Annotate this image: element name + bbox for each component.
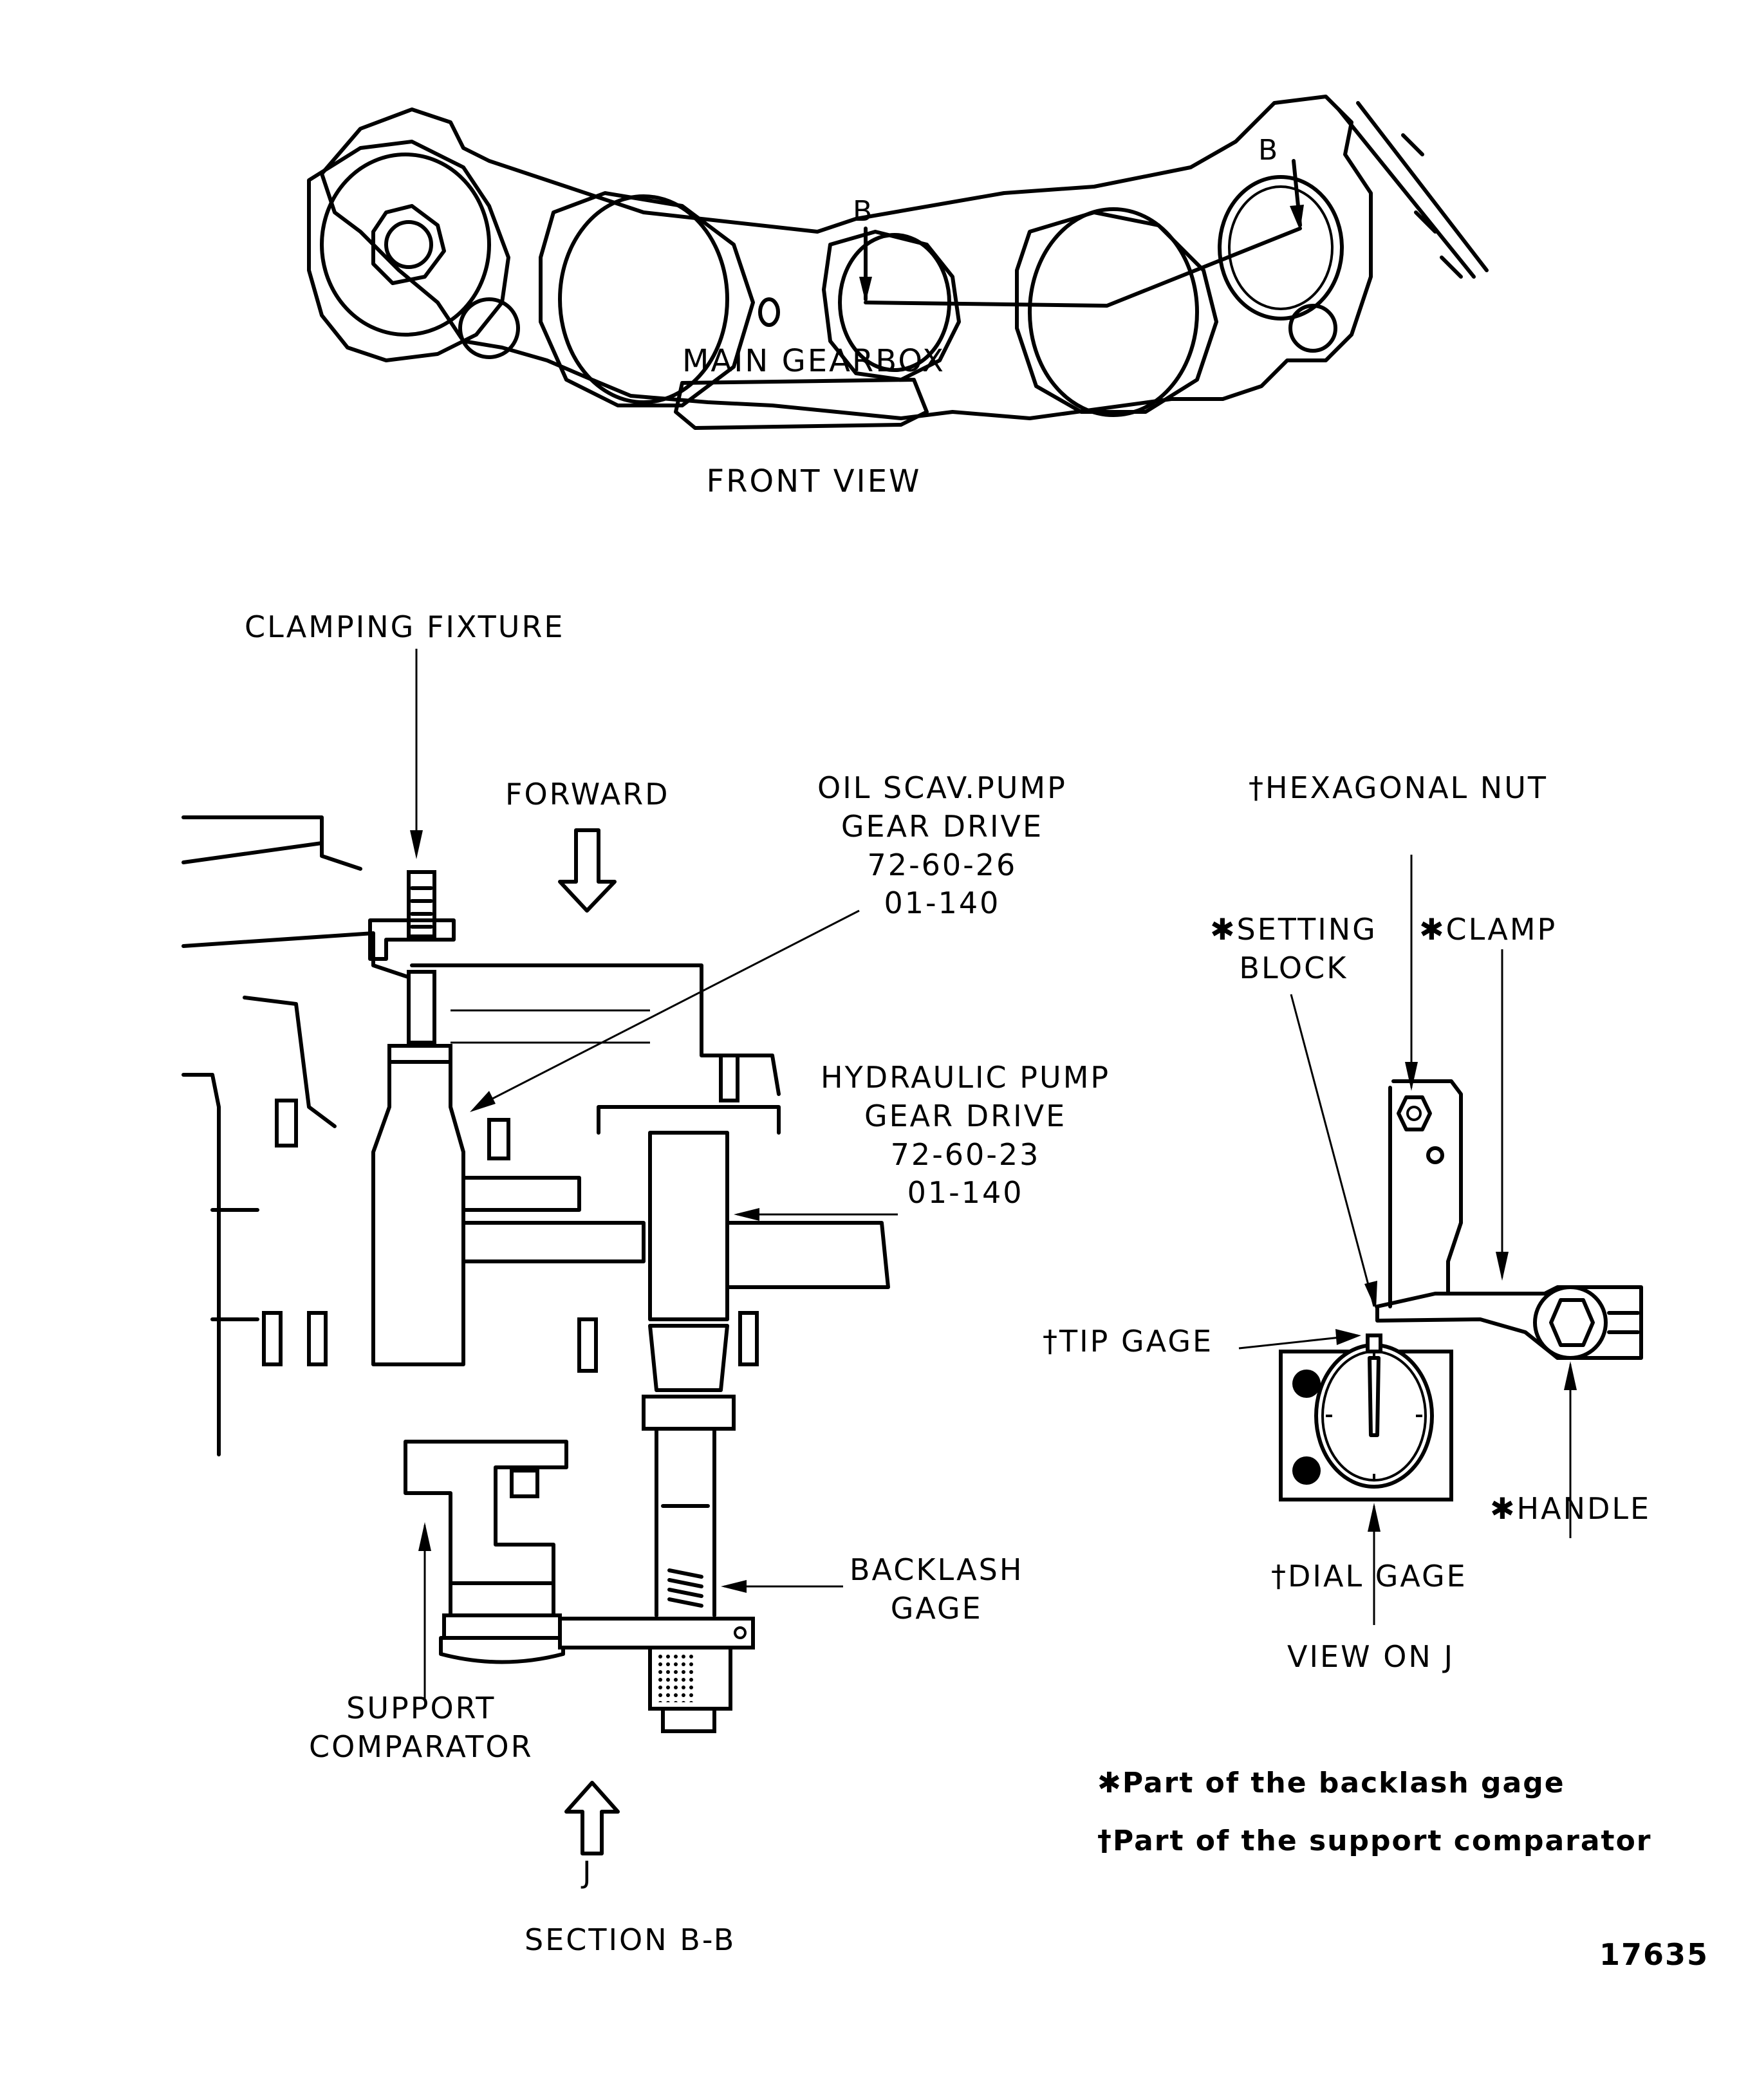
clamp-arm [1375,1285,1643,1360]
flange-4 [1015,210,1218,414]
label-hexagonal-nut: †HEXAGONAL NUT [1249,770,1548,805]
handle-hex-icon [1549,1298,1595,1347]
setting-block-leader [1290,994,1375,1307]
label-forward: FORWARD [505,777,670,812]
backlash-spring [667,1568,703,1608]
section-cut-line [864,227,1302,308]
figure-number: 17635 [1599,1937,1709,1972]
left-flange [307,140,510,362]
knurl-pattern [656,1654,695,1702]
view-j-arrow-icon [564,1781,620,1855]
gage-arm [558,1617,755,1649]
forward-arrow-icon [558,828,617,913]
bore-5 [1218,175,1344,321]
label-hydraulic-pump: HYDRAULIC PUMP GEAR DRIVE 72-60-23 01-14… [821,1060,1111,1211]
label-view-j-arrow: J [582,1855,593,1890]
dial-gage-icon [1314,1343,1434,1489]
section-marker-right: B [1258,134,1280,167]
right-bracket [1337,101,1489,279]
view-on-j-drawing [1238,855,1643,1625]
section-arrow-left [859,277,872,302]
gear-webs [461,1176,890,1289]
hexagonal-nut-icon [1397,1095,1432,1131]
bore-2 [558,194,729,404]
label-oil-scav-pump: OIL SCAV.PUMP GEAR DRIVE 72-60-26 01-140 [817,770,1067,921]
front-view-title-line1: MAIN GEARBOX [682,342,945,379]
left-flange-bore [320,153,491,337]
label-backlash-gage: BACKLASH GAGE [850,1552,1024,1626]
label-dial-gage: †DIAL GAGE [1271,1559,1467,1594]
bearing-cup [648,1324,729,1392]
bolts [262,1054,759,1373]
backlash-gage-body [655,1427,716,1617]
hydraulic-shaft [648,1131,729,1321]
dial-needle [1368,1356,1380,1437]
label-handle: ✱HANDLE [1490,1491,1651,1526]
bottom-tube [674,378,929,430]
fixture-clamp [368,918,456,961]
section-marker-left: B [853,195,875,228]
small-port-right [1288,304,1337,353]
main-gearbox-front-view [307,95,1489,430]
label-tip-gage: †TIP GAGE [1043,1324,1214,1359]
handle-ring [1533,1285,1608,1360]
flange-3 [822,230,961,382]
front-view-title: MAIN GEARBOX FRONT VIEW [682,261,945,542]
legend-comparator-part: †Part of the support comparator [1097,1825,1652,1857]
oil-scav-shaft [371,1060,465,1366]
view-on-j-title: VIEW ON J [1287,1639,1455,1674]
label-support-comparator: SUPPORT COMPARATOR [309,1691,534,1764]
front-view-title-line2: FRONT VIEW [706,463,922,499]
section-arrow-right [1290,205,1304,230]
clamping-fixture-arrow [410,830,423,859]
support-plate [1391,1079,1463,1296]
oil-scav-leader [476,909,860,1108]
legend-backlash-part: ✱Part of the backlash gage [1097,1767,1565,1799]
small-port-left [458,297,520,359]
gearbox-casing [181,815,414,1456]
flange-2 [539,191,755,407]
gearbox-housing-outline [320,95,1373,420]
tri-hub [371,204,446,285]
support-comparator-body [404,1440,568,1585]
center-hole [758,297,780,327]
label-setting-block: ✱SETTING BLOCK [1210,912,1377,985]
tip-gage-stem [1366,1333,1382,1353]
tri-hub-bore [384,220,433,269]
label-clamping-fixture: CLAMPING FIXTURE [245,609,565,644]
section-b-b-drawing [181,649,898,1855]
bore-4 [1028,207,1199,417]
section-b-b-title: SECTION B-B [525,1922,736,1957]
label-clamp: ✱CLAMP [1419,912,1557,947]
